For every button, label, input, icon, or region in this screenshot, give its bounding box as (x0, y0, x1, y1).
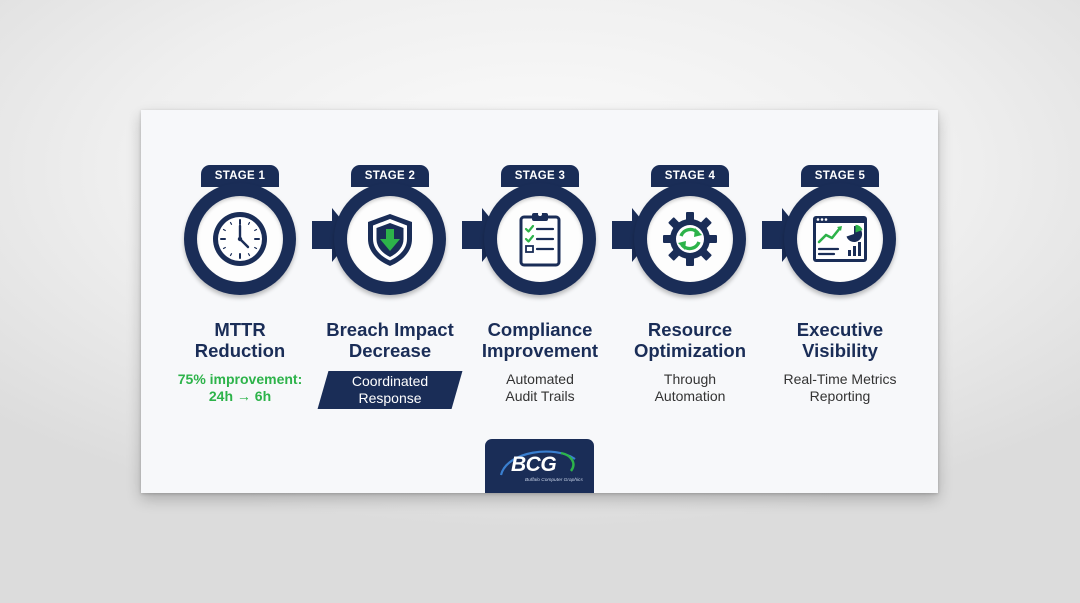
bcg-logo: BCG Buffalo Computer Graphics (485, 439, 594, 493)
stage-ring (784, 183, 896, 295)
arrow-right-icon (462, 208, 504, 262)
stage-ring (184, 183, 296, 295)
stage-tab: STAGE 4 (651, 165, 729, 187)
stage-subtitle: 75% improvement: 24h → 6h (177, 371, 303, 404)
stage-subtitle: Real-Time Metrics Reporting (783, 371, 897, 404)
stage-ring (634, 183, 746, 295)
shield-icon (368, 214, 412, 266)
logo-name: BCG (511, 453, 557, 476)
stage-title: MTTR Reduction (194, 319, 286, 361)
stage-ring (334, 183, 446, 295)
stage-title: Resource Optimization (633, 319, 747, 361)
stage-subtitle: Automated Audit Trails (505, 371, 575, 404)
arrow-right-icon (762, 208, 804, 262)
logo-swoosh-icon (499, 450, 576, 476)
stage-title: Breach Impact Decrease (326, 319, 454, 361)
stage-tab: STAGE 2 (351, 165, 429, 187)
stage-ring (484, 183, 596, 295)
stage-tab: STAGE 3 (501, 165, 579, 187)
dashboard-icon (813, 216, 867, 262)
gear-refresh-icon (663, 212, 717, 266)
clipboard-checklist-icon (519, 212, 561, 267)
clock-icon (213, 212, 267, 266)
arrow-right-icon (312, 208, 354, 262)
stage-title: Compliance Improvement (481, 319, 599, 361)
stage-title: Executive Visibility (796, 319, 884, 361)
stage-tab: STAGE 5 (801, 165, 879, 187)
stage-tab: STAGE 1 (201, 165, 279, 187)
logo-tagline: Buffalo Computer Graphics (525, 478, 583, 483)
infographic-board: STAGE 1 (141, 110, 938, 493)
stage-subtitle: Coordinated Response (315, 371, 465, 409)
arrow-right-icon (612, 208, 654, 262)
stage-subtitle: Through Automation (654, 371, 726, 404)
